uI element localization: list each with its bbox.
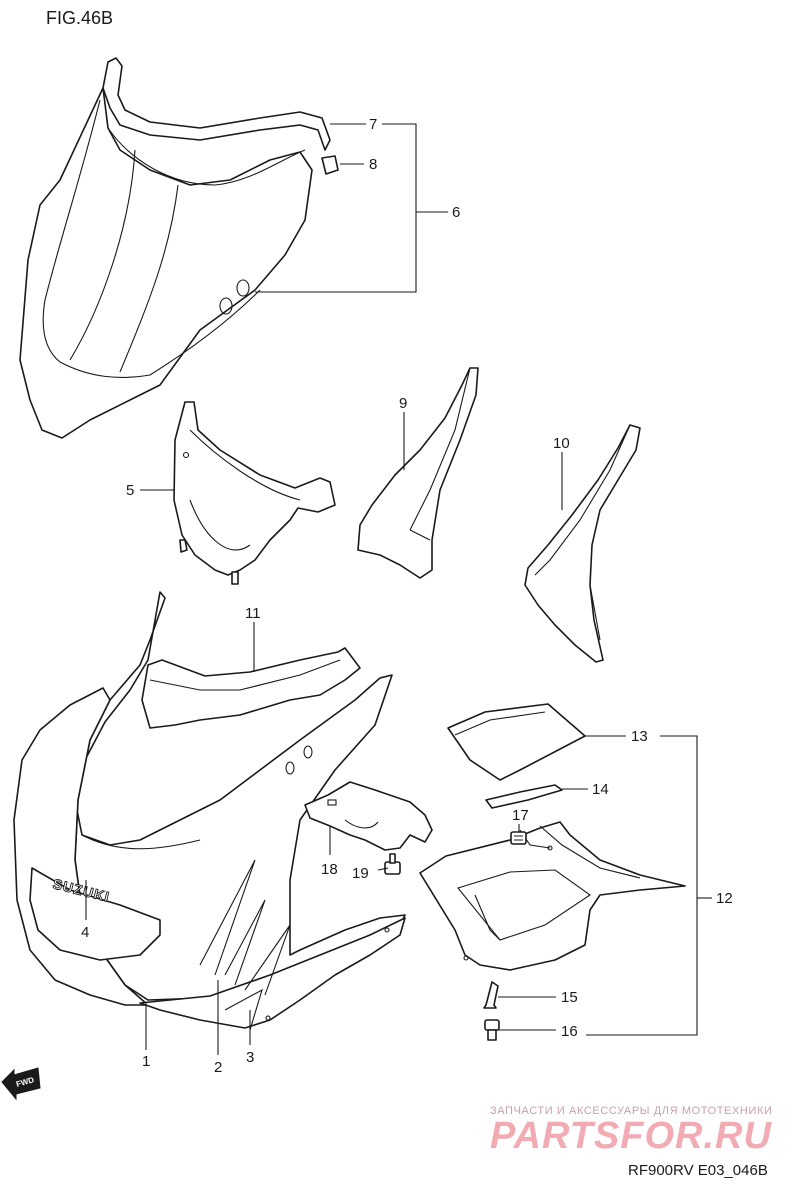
part-number-3: 3 (246, 1049, 254, 1066)
strip-drawing (485, 784, 563, 809)
leader-lines (85, 123, 712, 1055)
part-number-15: 15 (561, 989, 578, 1006)
part-number-16: 16 (561, 1023, 578, 1040)
left-inner-cover-drawing (357, 367, 479, 579)
clip-drawing (321, 155, 339, 175)
watermark-site: PARTSFOR.RU (490, 1115, 772, 1157)
part-number-11: 11 (245, 605, 261, 622)
part-number-1: 1 (142, 1053, 150, 1070)
bolt-drawing (484, 1019, 500, 1041)
figure-code: RF900RV E03_046B (628, 1162, 768, 1179)
part-number-6: 6 (452, 204, 460, 221)
fwd-arrow-icon: FWD (1, 1067, 41, 1101)
bracket-drawing (304, 781, 433, 851)
front-cowl-drawing: SUZUKI (13, 591, 406, 1031)
part-number-8: 8 (369, 156, 377, 173)
windscreen-drawing (19, 57, 331, 439)
part-number-13: 13 (631, 728, 648, 745)
screw-drawing (483, 981, 499, 1009)
nut-drawing (384, 853, 401, 875)
tray-clip-drawing (510, 831, 527, 845)
storage-tray-drawing (419, 821, 686, 971)
part-number-5: 5 (126, 482, 134, 499)
part-number-18: 18 (321, 861, 338, 878)
watermark-tagline: ЗАПЧАСТИ И АКСЕССУАРЫ ДЛЯ МОТОТЕХНИКИ (490, 1105, 772, 1117)
part-number-9: 9 (399, 395, 407, 412)
right-inner-cover-drawing (524, 424, 641, 663)
part-number-7: 7 (369, 116, 377, 133)
part-number-4: 4 (81, 924, 89, 941)
part-number-14: 14 (592, 781, 609, 798)
part-number-2: 2 (214, 1059, 222, 1076)
part-number-19: 19 (352, 865, 369, 882)
part-number-12: 12 (716, 890, 733, 907)
tray-lid-drawing (447, 703, 586, 781)
cowl-panel-drawing (141, 647, 361, 729)
figure-title: FIG.46B (46, 8, 113, 28)
part-number-17: 17 (512, 807, 529, 824)
inner-panel-drawing (173, 401, 336, 585)
part-number-10: 10 (553, 435, 570, 452)
